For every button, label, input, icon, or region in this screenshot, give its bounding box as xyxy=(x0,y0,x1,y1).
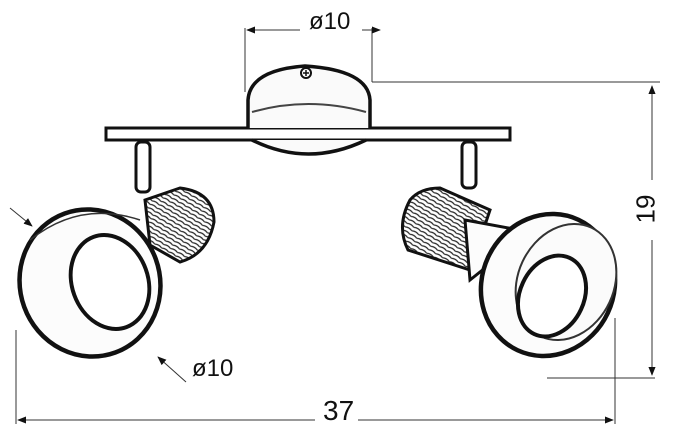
shade-diameter-label: ø10 xyxy=(192,355,234,382)
mounting-bar xyxy=(104,126,512,142)
canopy-dimension xyxy=(244,26,660,92)
canopy-diameter-label: ø10 xyxy=(306,10,354,34)
total-height-label: 19 xyxy=(630,190,660,228)
width-dimension xyxy=(15,318,616,424)
canopy xyxy=(246,64,372,156)
total-width-label: 37 xyxy=(319,397,359,425)
height-dimension xyxy=(547,85,656,379)
shade-leader-arrows xyxy=(9,207,187,383)
right-spotlight xyxy=(401,140,618,359)
left-spotlight xyxy=(17,140,216,359)
